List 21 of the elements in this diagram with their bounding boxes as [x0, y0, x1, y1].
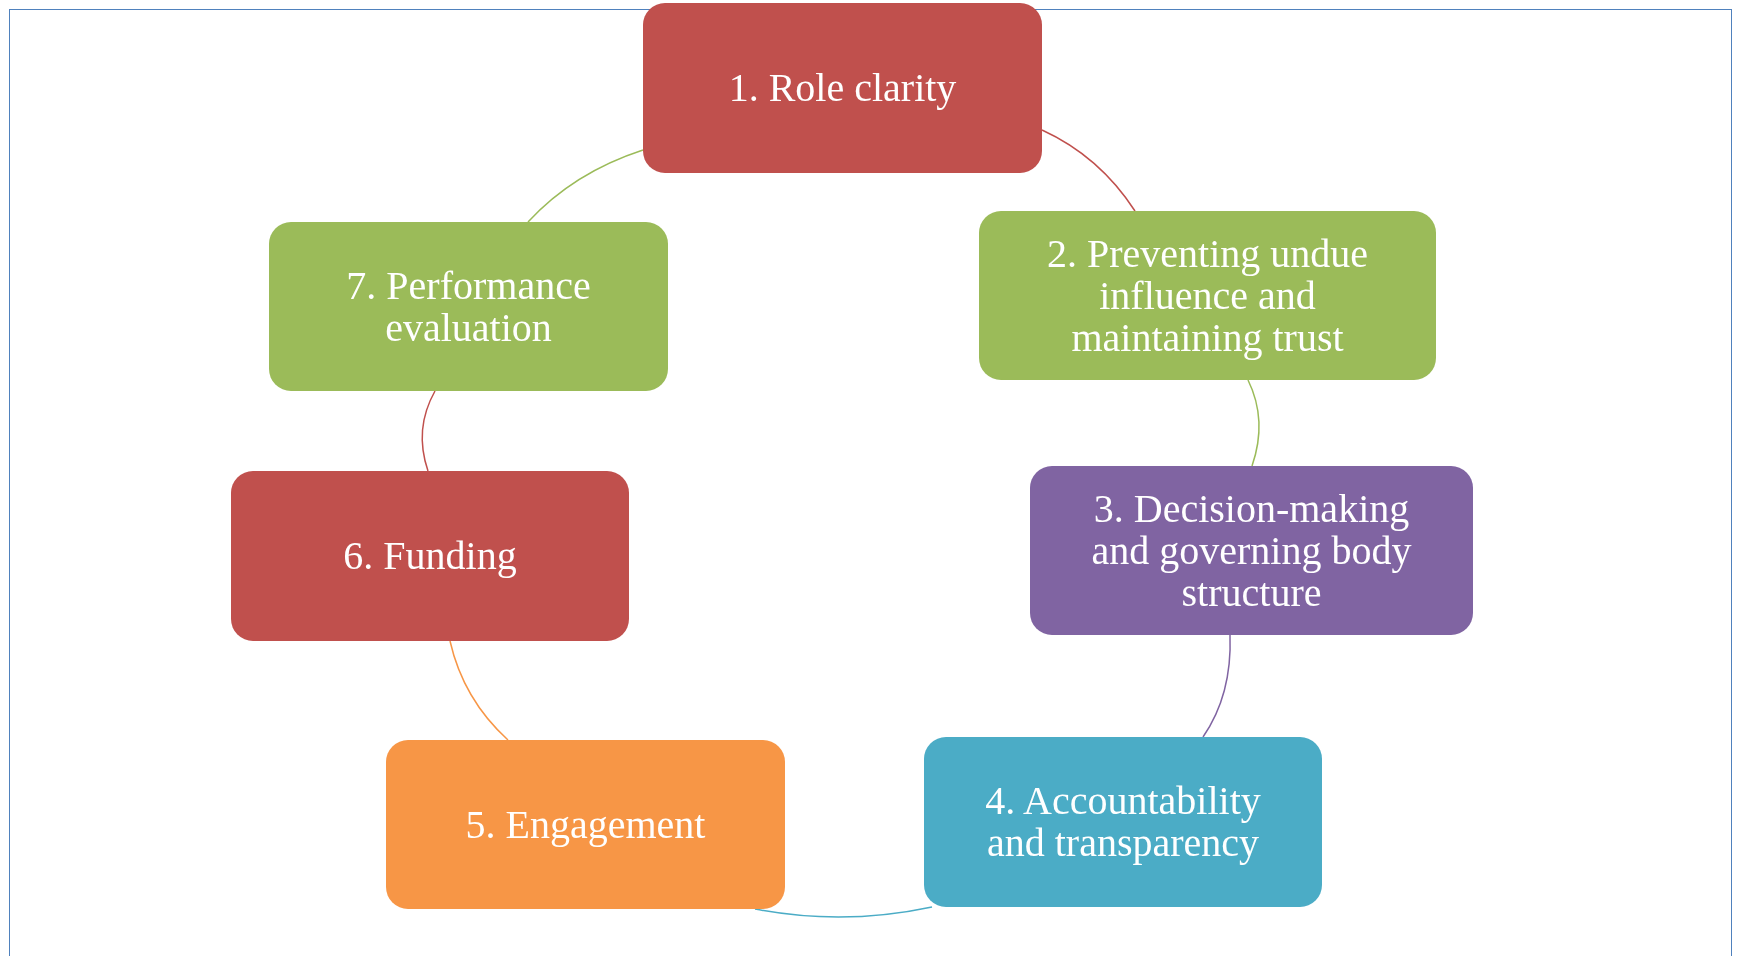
connector-line — [1041, 129, 1136, 212]
step-label: 1. Role clarity — [728, 67, 957, 109]
connector-line — [449, 640, 509, 741]
connector-line — [527, 149, 644, 223]
step-box — [231, 471, 629, 641]
step-box — [643, 3, 1042, 173]
connector-line — [1202, 634, 1231, 738]
connector-line — [1247, 379, 1260, 467]
connector-line — [421, 390, 436, 472]
step-label: 3. Decision-making and governing body structure — [1090, 487, 1413, 614]
step-box — [269, 222, 668, 391]
step-label: 5. Engagement — [465, 803, 706, 846]
step-box — [979, 211, 1436, 380]
step-label: 2. Preventing undue influence and maintaining trust — [1045, 232, 1370, 359]
step-box — [1030, 466, 1473, 635]
step-box — [386, 740, 785, 909]
step-label: 4. Accountability and transparency — [984, 780, 1262, 864]
step-label: 6. Funding — [343, 535, 517, 577]
step-box — [924, 737, 1322, 907]
connector-line — [754, 906, 933, 918]
step-label: 7. Performance evaluation — [345, 264, 592, 349]
